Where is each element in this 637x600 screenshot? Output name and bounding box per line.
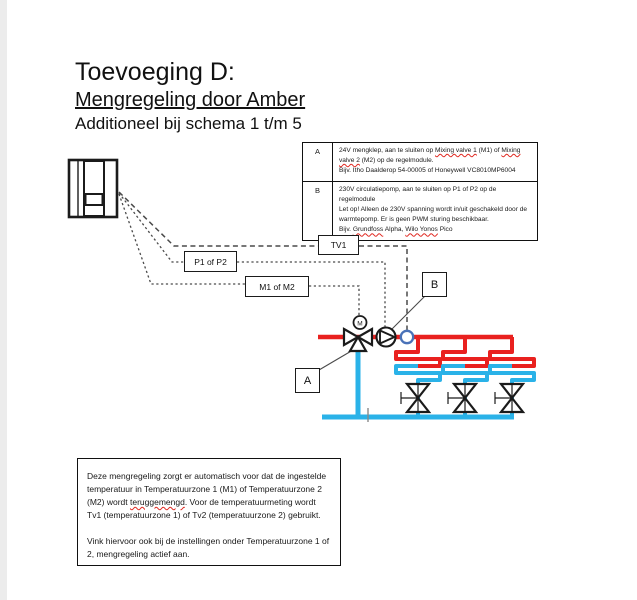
spellcheck-word: teruggemengd (129, 497, 185, 507)
pump-icon (375, 326, 397, 348)
wire-tv1-to-sensor (359, 245, 408, 330)
legend-key-a: A (303, 143, 333, 181)
note-paragraph-2: Vink hiervoor ook bij de instellingen on… (87, 536, 330, 559)
coil-2-hot (441, 339, 489, 368)
note-paragraph-1: Deze mengregeling zorgt er automatisch v… (87, 470, 332, 522)
valve-motor-label: M (357, 320, 362, 327)
mixing-valve-icon: M (342, 315, 374, 353)
page-title: Toevoeging D: (75, 58, 235, 86)
text-segment: 24V mengklep, aan te sluiten op (339, 147, 436, 154)
page-subtitle: Mengregeling door Amber (75, 89, 306, 111)
wire-p1p2 (118, 192, 184, 263)
shutoff-valve-icon (494, 382, 526, 414)
text-segment: Deze mengregeling zorgt er automatisch v… (87, 471, 327, 507)
page-edge-strip (0, 0, 7, 600)
text-segment: (M1) of (476, 147, 502, 154)
spellcheck-word: Mixing valve 2 (339, 147, 521, 165)
text-segment: Alpha, (383, 226, 406, 234)
table-row-b: B 230V circulatiepomp, aan te sluiten op… (303, 180, 537, 240)
legend-table: A 24V mengklep, aan te sluiten op Mixing… (302, 142, 538, 241)
legend-cell-b: 230V circulatiepomp, aan te sluiten op P… (333, 182, 537, 240)
label-box-p1-p2: P1 of P2 (184, 251, 237, 272)
label-box-tv1: TV1 (318, 235, 359, 255)
table-row-a: A 24V mengklep, aan te sluiten op Mixing… (303, 143, 537, 181)
wire-m1m2-to-motor (309, 285, 360, 316)
shutoff-valve-icon (447, 382, 479, 414)
valve-motor-icon (352, 315, 368, 330)
shutoff-valve-icon (400, 382, 432, 414)
heat-pump-icon (67, 158, 119, 219)
text-segment: (M2) op de regelmodule. (359, 157, 434, 165)
wire-p1p2-to-pump (237, 261, 386, 328)
legend-a-paragraph-2: Bijv. Itho Daalderop 54-00005 of Honeywe… (339, 167, 516, 175)
page-subtitle-2: Additioneel bij schema 1 t/m 5 (75, 114, 302, 133)
leader-a (318, 349, 354, 371)
legend-a-paragraph-1: 24V mengklep, aan te sluiten op Mixing v… (339, 146, 532, 166)
coil-1-hot (394, 339, 442, 368)
coil-1-cold (394, 364, 442, 419)
coil-2-cold (441, 364, 489, 419)
coil-3-cold (488, 364, 536, 419)
wire-tv1 (118, 191, 318, 247)
text-segment: Pico (437, 226, 453, 234)
shutoff-valves (400, 382, 526, 414)
legend-b-paragraph-1: 230V circulatiepomp, aan te sluiten op P… (339, 185, 497, 203)
coil-3-hot (488, 337, 536, 368)
spellcheck-word: Wilo Yonos (405, 226, 438, 234)
legend-b-paragraph-3: Bijv. Grundfoss Alpha, Wilo Yonos Pico (339, 225, 532, 235)
legend-cell-a: 24V mengklep, aan te sluiten op Mixing v… (333, 143, 537, 181)
leader-b (389, 295, 426, 332)
spellcheck-word: Mixing valve 1 (435, 147, 477, 154)
text-segment: Bijv. (339, 226, 353, 234)
temperature-sensor-icon (399, 329, 415, 345)
legend-b-paragraph-2: Let op! Alleen de 230V spanning wordt in… (339, 206, 528, 224)
signal-wires (118, 191, 408, 330)
callout-leaders (318, 295, 426, 371)
note-box: Deze mengregeling zorgt er automatisch v… (77, 458, 341, 566)
callout-box-b: B (422, 272, 447, 297)
pipes (318, 334, 536, 422)
callout-box-a: A (295, 368, 320, 393)
label-box-m1-m2: M1 of M2 (245, 276, 309, 297)
text-segment: . Voor de temperatuurmeting wordt Tv1 (t… (87, 497, 321, 520)
title-block: Toevoeging D: Mengregeling door Amber Ad… (75, 58, 305, 134)
spellcheck-word: Grundfoss (352, 226, 384, 234)
legend-key-b: B (303, 181, 333, 240)
